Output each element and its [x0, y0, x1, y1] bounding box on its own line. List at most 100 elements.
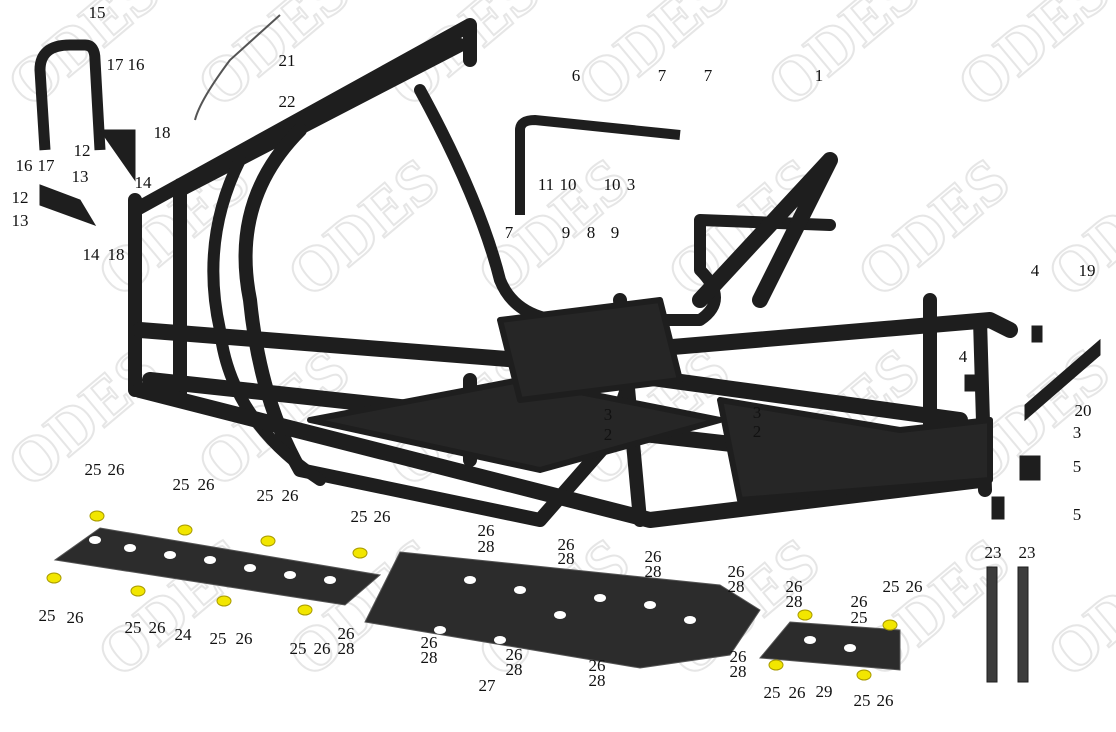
callout-label: 22 [278, 92, 296, 111]
panel-hole [554, 611, 566, 619]
watermark-text: ODES [1033, 144, 1116, 310]
callout-label: 26 [477, 521, 495, 540]
callout-label: 7 [504, 223, 514, 242]
callout-label: 26 [788, 683, 806, 702]
washer-25 [216, 595, 232, 607]
callout-label: 11 [537, 175, 555, 194]
watermark-text: ODES [1033, 524, 1116, 690]
callout-label: 24 [174, 625, 192, 644]
callout-label: 2 [752, 422, 762, 441]
callout-label: 28 [337, 639, 355, 658]
callout-label: 26 [197, 475, 215, 494]
callout-label: 25 [38, 606, 56, 625]
callout-label: 7 [657, 66, 667, 85]
washer-25 [768, 659, 784, 671]
callout-label: 7 [703, 66, 713, 85]
washer-25 [89, 510, 105, 522]
panel-hole [644, 601, 656, 609]
callout-label: 26 [505, 645, 523, 664]
panel-hole [284, 571, 296, 579]
callout-label: 26 [66, 608, 84, 627]
callout-label: 26 [785, 577, 803, 596]
callout-label: 28 [477, 537, 495, 556]
panel-hole [844, 644, 856, 652]
callout-label: 8 [586, 223, 596, 242]
callout-label: 25 [289, 639, 307, 658]
washer-25 [297, 604, 313, 616]
panel-hole [804, 636, 816, 644]
callout-label: 25 [850, 608, 868, 627]
callout-label: 10 [603, 175, 621, 194]
callout-label: 26 [644, 547, 662, 566]
callout-label: 26 [107, 460, 125, 479]
callout-label: 3 [626, 175, 636, 194]
callout-label: 25 [256, 486, 274, 505]
callout-label: 13 [71, 167, 89, 186]
callout-label: 26 [850, 592, 868, 611]
callout-label: 14 [134, 173, 152, 192]
callout-label: 3 [1072, 423, 1082, 442]
callout-label: 26 [235, 629, 253, 648]
callout-label: 28 [588, 671, 606, 690]
panel-hole [124, 544, 136, 552]
callout-label: 19 [1078, 261, 1096, 280]
callout-label: 26 [373, 507, 391, 526]
callout-label: 13 [11, 211, 29, 230]
callout-label: 1 [814, 66, 824, 85]
callout-label: 20 [1074, 401, 1092, 420]
callout-label: 18 [107, 245, 125, 264]
callout-label: 23 [984, 543, 1002, 562]
washer-25 [260, 535, 276, 547]
panel-29 [759, 621, 901, 671]
callout-label: 26 [727, 562, 745, 581]
callout-label: 25 [84, 460, 102, 479]
watermark-text: ODES [273, 144, 452, 310]
callout-label: 2 [603, 425, 613, 444]
callout-label: 26 [420, 633, 438, 652]
washer-25 [352, 547, 368, 559]
main-frame [128, 18, 1018, 528]
callout-label: 28 [505, 660, 523, 679]
panel-hole [324, 576, 336, 584]
callout-label: 21 [278, 51, 296, 70]
callout-label: 25 [853, 691, 871, 710]
watermark-text: ODES [0, 0, 173, 121]
callout-label: 12 [73, 141, 91, 160]
panel-hole [244, 564, 256, 572]
callout-label: 25 [763, 683, 781, 702]
callout-label: 26 [729, 647, 747, 666]
callout-label: 28 [727, 577, 745, 596]
watermark-text: ODES [843, 144, 1022, 310]
callout-label: 28 [644, 562, 662, 581]
panel-hole [464, 576, 476, 584]
panel-24 [53, 527, 382, 606]
callout-label: 25 [882, 577, 900, 596]
callout-label: 3 [603, 405, 613, 424]
callout-label: 28 [557, 549, 575, 568]
callout-label: 6 [571, 66, 581, 85]
panel-hole [204, 556, 216, 564]
callout-label: 28 [420, 648, 438, 667]
callout-label: 26 [557, 535, 575, 554]
callout-label: 26 [876, 691, 894, 710]
callout-label: 16 [15, 156, 33, 175]
panel-hole [594, 594, 606, 602]
panel-hole [494, 636, 506, 644]
floor-panels [53, 527, 901, 671]
callout-label: 16 [127, 55, 145, 74]
callout-label: 5 [1072, 457, 1082, 476]
callout-label: 17 [106, 55, 124, 74]
callout-label: 12 [11, 188, 29, 207]
watermark-text: ODES [943, 0, 1116, 121]
callout-label: 5 [1072, 505, 1082, 524]
callout-label: 18 [153, 123, 171, 142]
washer-25 [130, 585, 146, 597]
watermark-text: ODES [563, 0, 742, 121]
callout-label: 28 [785, 592, 803, 611]
callout-label: 29 [815, 682, 833, 701]
washer-25 [882, 619, 898, 631]
callout-label: 28 [729, 662, 747, 681]
panel-hole [514, 586, 526, 594]
panel-27 [364, 551, 761, 669]
